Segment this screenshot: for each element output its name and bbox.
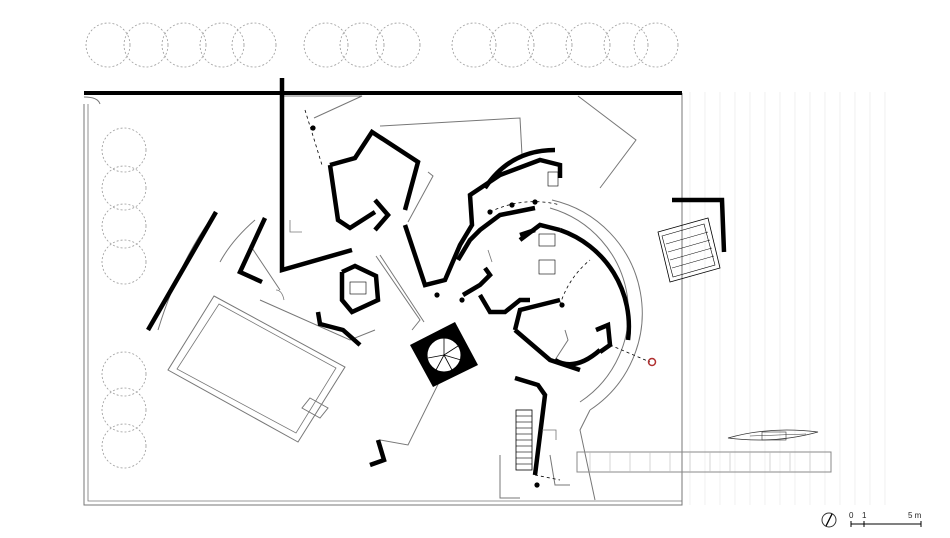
tree-row-top [85,22,679,68]
exterior-stair [657,217,721,283]
straight-stair [515,409,533,471]
columns [310,125,657,488]
tree-column-left [101,127,147,469]
scale-label-five: 5 m [908,511,922,520]
water-lines [689,92,886,505]
boat [727,429,819,441]
scale-label-one: 1 [862,511,867,520]
walls [146,78,727,476]
scale-bar: 0 1 5 m [849,511,922,527]
spiral-stair [410,322,478,387]
swimming-pool [167,295,346,443]
building-outline [157,95,643,501]
north-arrow-icon [821,512,837,528]
dashed-curves [304,109,651,481]
jetty [576,451,832,473]
site-boundary [83,91,683,506]
scale-label-zero: 0 [849,511,854,520]
room-details [275,171,559,440]
